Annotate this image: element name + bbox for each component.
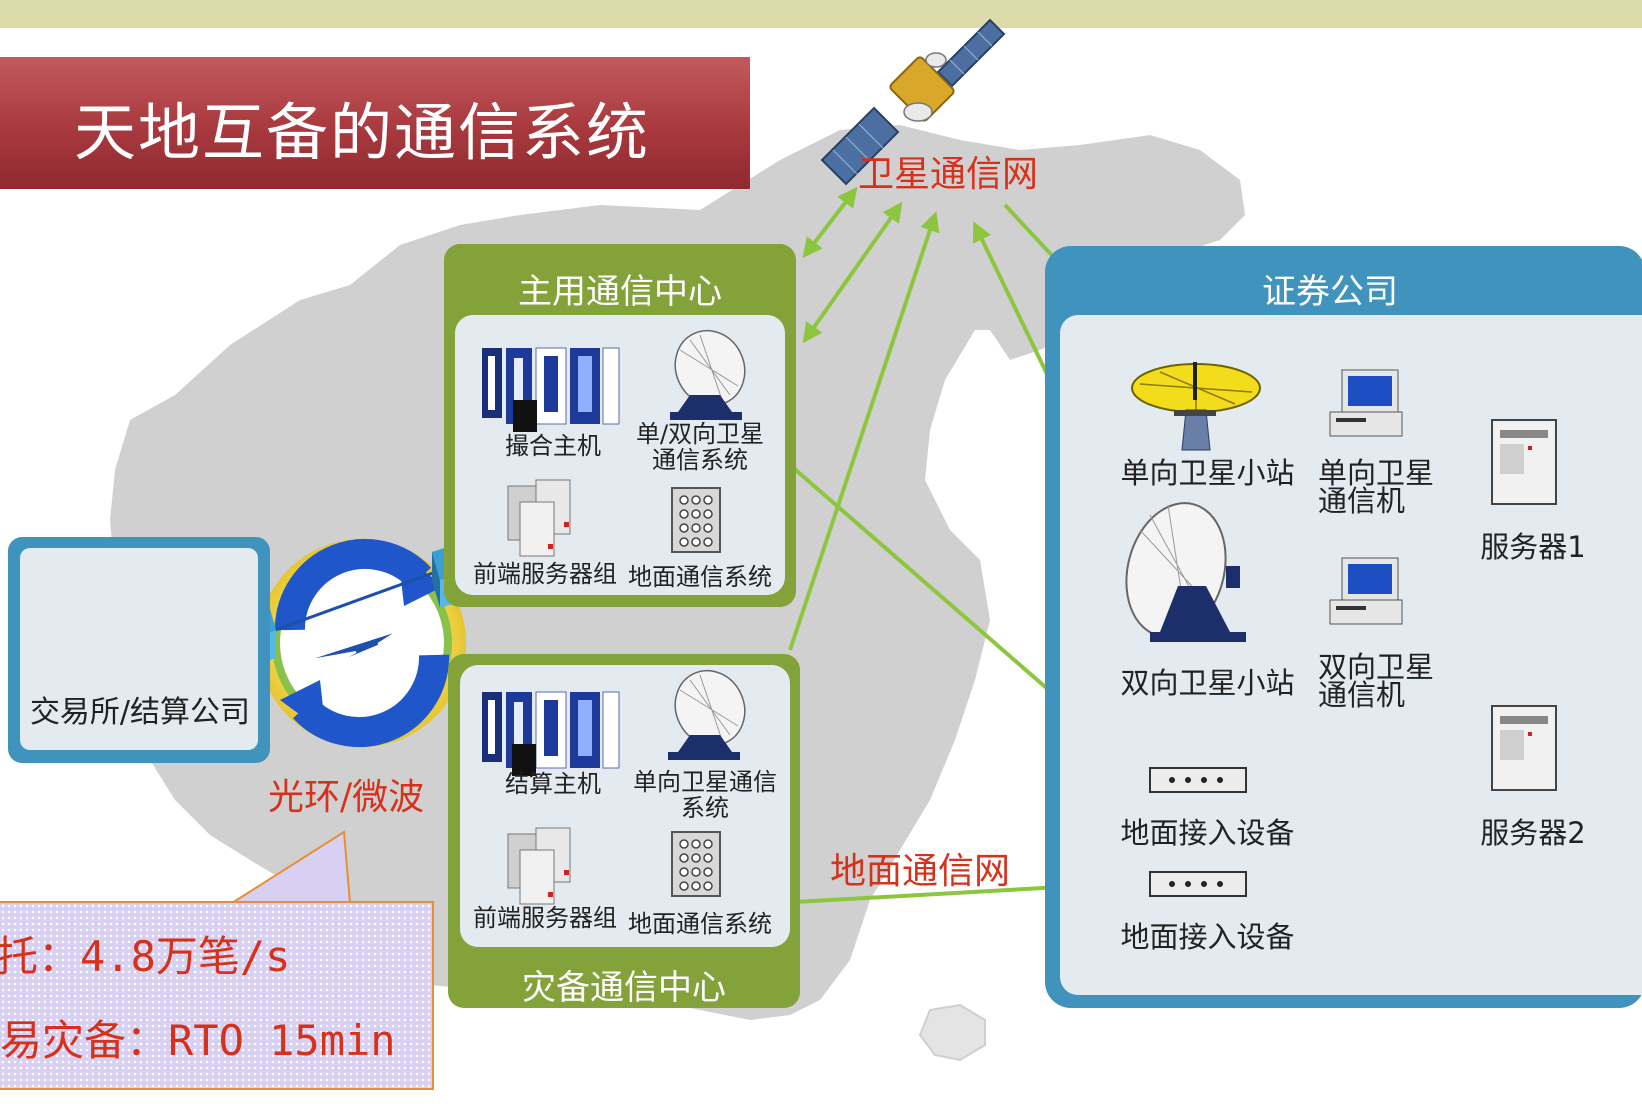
one-way-station-label: 单向卫星小站 xyxy=(1120,456,1295,490)
stats-callout xyxy=(0,901,434,1090)
backup-center-title: 灾备通信中心 xyxy=(522,968,726,1008)
stats-clip: 委托：4.8万笔/s 交易灾备：RTO 15min xyxy=(0,901,432,1088)
satellite-network-label: 卫星通信网 xyxy=(858,154,1039,195)
satellite-icon xyxy=(820,18,1006,186)
server1-label: 服务器1 xyxy=(1480,530,1586,564)
link-sat-backup xyxy=(788,211,940,651)
one-way-machine-label-line1: 单向卫星 xyxy=(1318,456,1435,490)
stats-line-2: 交易灾备：RTO 15min xyxy=(0,1016,396,1065)
matching-host-label: 撮合主机 xyxy=(505,432,601,460)
ground-network-label: 地面通信网 xyxy=(830,851,1011,892)
two-way-station-label: 双向卫星小站 xyxy=(1120,666,1295,700)
primary-center-title: 主用通信中心 xyxy=(518,272,722,312)
two-way-machine-label-line1: 双向卫星 xyxy=(1318,650,1435,684)
securities-title: 证券公司 xyxy=(1262,272,1398,312)
access-device-1-label: 地面接入设备 xyxy=(1120,816,1295,850)
frontend-servers-label-backup: 前端服务器组 xyxy=(473,904,617,932)
link-sat-primary-b xyxy=(802,201,903,344)
page-title: 天地互备的通信系统 xyxy=(74,96,651,169)
frontend-servers-label-primary: 前端服务器组 xyxy=(473,560,617,588)
access-device-2-label: 地面接入设备 xyxy=(1120,920,1295,954)
settlement-host-label: 结算主机 xyxy=(505,770,601,798)
stats-line-1: 委托：4.8万笔/s xyxy=(0,932,291,981)
one-way-machine-label-line2: 通信机 xyxy=(1318,484,1406,518)
ground-comm-label-backup: 地面通信系统 xyxy=(628,910,772,938)
oneway-satellite-label-line1: 单向卫星通信 xyxy=(633,768,777,796)
satellite-system-label-line2: 通信系统 xyxy=(652,446,748,474)
satellite-system-label-line1: 单/双向卫星 xyxy=(635,420,765,448)
map-hainan xyxy=(918,1003,986,1062)
server2-label: 服务器2 xyxy=(1480,816,1586,850)
optical-ring-icon xyxy=(255,538,466,748)
ring-label: 光环/微波 xyxy=(268,777,425,818)
ground-comm-label-primary: 地面通信系统 xyxy=(628,563,772,591)
top-band xyxy=(0,0,1642,28)
exchange-panel-inner xyxy=(20,548,258,750)
exchange-label: 交易所/结算公司 xyxy=(29,695,251,730)
title-banner xyxy=(0,57,750,189)
oneway-satellite-label-line2: 系统 xyxy=(681,794,729,822)
two-way-machine-label-line2: 通信机 xyxy=(1318,678,1406,712)
